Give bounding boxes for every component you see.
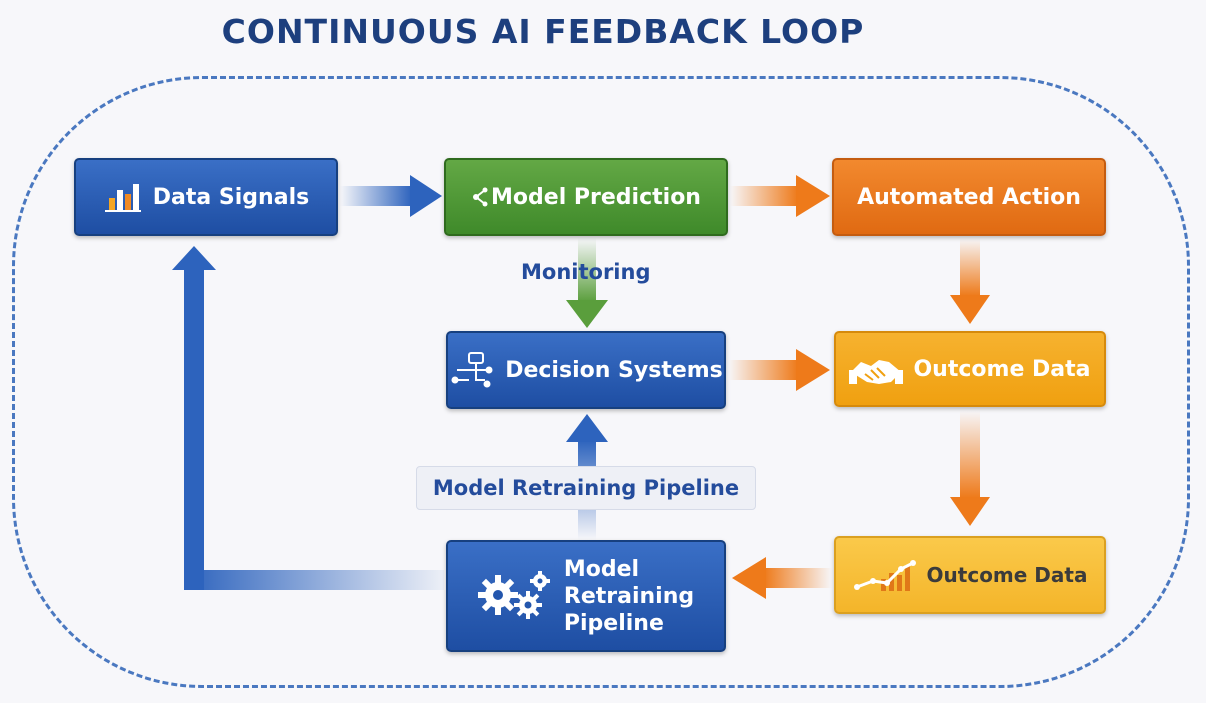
trend-line-icon bbox=[853, 560, 916, 591]
flowchart-icon bbox=[451, 352, 493, 388]
node-label: Outcome Data bbox=[926, 563, 1088, 587]
node-model-retraining-pipeline: Model Retraining Pipeline bbox=[446, 540, 726, 652]
loop-boundary bbox=[12, 76, 1190, 688]
node-decision-systems: Decision Systems bbox=[446, 331, 726, 409]
arrow-outcome-to-outcome bbox=[950, 410, 990, 526]
monitoring-label: Monitoring bbox=[521, 260, 651, 284]
handshake-icon bbox=[849, 360, 904, 384]
node-automated-action: Automated Action bbox=[832, 158, 1106, 236]
arrow-decision-to-outcome bbox=[728, 349, 830, 391]
node-label: Data Signals bbox=[152, 184, 310, 210]
node-label: Outcome Data bbox=[913, 356, 1091, 382]
node-label-line2: Retraining bbox=[563, 583, 695, 609]
arrow-retraining-to-signals bbox=[172, 246, 444, 590]
diagram-title: CONTINUOUS AI FEEDBACK LOOP bbox=[221, 12, 865, 51]
arrow-outcome-to-retraining bbox=[732, 557, 832, 599]
arrow-action-to-outcome bbox=[950, 238, 990, 324]
arrow-signals-to-prediction bbox=[340, 175, 442, 217]
retraining-pipeline-label: Model Retraining Pipeline bbox=[416, 466, 756, 510]
node-label-line3: Pipeline bbox=[563, 610, 664, 636]
node-label-group: Model Retraining Pipeline bbox=[564, 556, 694, 637]
branch-icon bbox=[473, 187, 488, 207]
bar-chart-icon bbox=[104, 184, 141, 212]
gears-icon bbox=[477, 571, 550, 619]
node-label-line1: Model bbox=[563, 556, 640, 582]
node-label: Model Prediction bbox=[491, 184, 701, 210]
node-label: Decision Systems bbox=[505, 357, 723, 383]
node-data-signals: Data Signals bbox=[74, 158, 338, 236]
node-outcome-data-1: Outcome Data bbox=[834, 331, 1106, 407]
node-model-prediction: Model Prediction bbox=[444, 158, 728, 236]
arrow-prediction-to-action bbox=[730, 175, 830, 217]
arrow-monitoring bbox=[566, 238, 608, 328]
node-outcome-data-2: Outcome Data bbox=[834, 536, 1106, 614]
node-label: Automated Action bbox=[857, 184, 1081, 210]
